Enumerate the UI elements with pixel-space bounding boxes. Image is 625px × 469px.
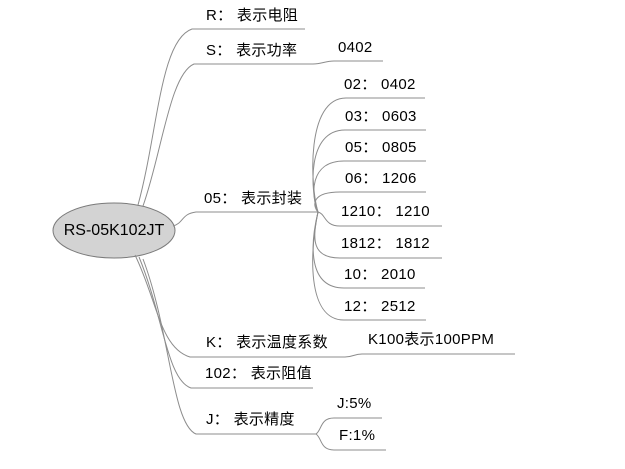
branch-line-j5 bbox=[315, 417, 382, 435]
branch-line-pkg02 bbox=[312, 97, 425, 213]
root-topic-shape[interactable] bbox=[52, 202, 176, 259]
branch-line-pkg12 bbox=[312, 211, 426, 321]
topic-102[interactable]: 102： 表示阻值 bbox=[205, 365, 312, 382]
topic-k100[interactable]: K100表示100PPM bbox=[368, 331, 495, 348]
branch-line-pkg1210 bbox=[317, 211, 442, 227]
topic-r[interactable]: R： 表示电阻 bbox=[206, 7, 299, 24]
root-topic-label[interactable]: RS-05K102JT bbox=[63, 221, 165, 239]
topic-s-0402[interactable]: 0402 bbox=[338, 39, 373, 56]
topic-pkg-06[interactable]: 06： 1206 bbox=[345, 170, 417, 187]
topic-pkg-02[interactable]: 02： 0402 bbox=[344, 76, 416, 93]
topic-j5[interactable]: J:5% bbox=[337, 395, 372, 412]
topic-pkg-1812[interactable]: 1812： 1812 bbox=[341, 235, 430, 252]
topic-pkg-03[interactable]: 03： 0603 bbox=[345, 108, 417, 125]
topic-s[interactable]: S： 表示功率 bbox=[206, 42, 298, 59]
branch-line-pkg06 bbox=[314, 191, 426, 213]
topic-pkg-10[interactable]: 10： 2010 bbox=[344, 266, 416, 283]
branch-line-pkg05 bbox=[313, 160, 426, 213]
topic-pkg-12[interactable]: 12： 2512 bbox=[344, 298, 416, 315]
topic-j[interactable]: J： 表示精度 bbox=[206, 411, 295, 428]
topic-k[interactable]: K： 表示温度系数 bbox=[206, 334, 328, 351]
topic-pkg-1210[interactable]: 1210： 1210 bbox=[341, 203, 430, 220]
topic-pkg-05[interactable]: 05： 0805 bbox=[345, 139, 417, 156]
topic-f1[interactable]: F:1% bbox=[339, 427, 376, 444]
branch-line-pkg bbox=[172, 211, 318, 227]
branch-line-j bbox=[142, 258, 316, 435]
branch-line-102 bbox=[138, 256, 313, 389]
branch-line-f1 bbox=[315, 433, 386, 451]
branch-line-s-0402 bbox=[142, 60, 383, 207]
topic-pkg[interactable]: 05： 表示封装 bbox=[204, 190, 303, 207]
branch-line-r bbox=[137, 28, 305, 206]
branch-line-k-k100 bbox=[134, 254, 515, 358]
